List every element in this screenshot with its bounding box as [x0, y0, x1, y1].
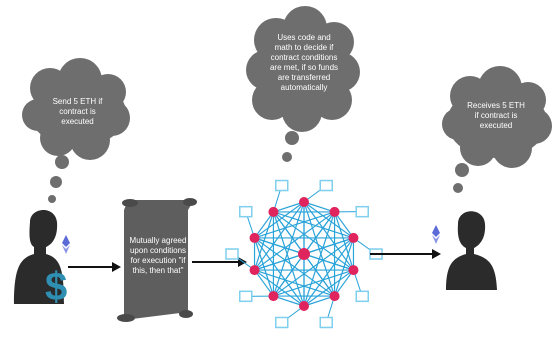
receiver-thought-line: if contract is	[474, 111, 518, 120]
network-node	[329, 206, 340, 217]
eth-icon	[432, 225, 440, 244]
network-link	[303, 253, 354, 271]
arrow-sender-to-contract	[68, 262, 121, 272]
device-icon	[239, 205, 253, 218]
network-link	[254, 201, 305, 271]
sender-thought-line: Send 5 ETH if	[52, 97, 103, 106]
network-node	[249, 265, 260, 276]
network-thought-cloud	[246, 6, 360, 162]
device-icon	[355, 290, 369, 303]
network-icon	[225, 179, 383, 329]
network-node	[348, 232, 359, 243]
contract-text-line: for execution "if	[130, 256, 186, 265]
device-icon	[275, 179, 289, 192]
receiver-thought-text: Receives 5 ETH if contract is executed	[456, 101, 536, 131]
network-link	[254, 237, 305, 307]
network-node	[299, 197, 309, 207]
network-thought-line: contract conditions	[270, 53, 338, 62]
receiver-thought-line: Receives 5 ETH	[467, 101, 525, 110]
network-link	[254, 237, 305, 255]
network-link	[273, 201, 305, 213]
network-node	[299, 301, 309, 311]
contract-text-line: Mutually agreed	[129, 236, 187, 245]
device-icon	[275, 316, 289, 329]
dollar-icon: $	[45, 265, 67, 309]
device-icon	[355, 205, 369, 218]
network-node	[329, 291, 340, 302]
network-link	[254, 269, 335, 297]
eth-icon	[62, 235, 70, 254]
sender-thought-text: Send 5 ETH if contract is executed	[40, 97, 115, 127]
network-link	[273, 211, 354, 239]
contract-text: Mutually agreed upon conditions for exec…	[128, 236, 188, 276]
sender-person-icon	[14, 209, 64, 304]
contract-text-line: upon conditions	[129, 246, 187, 255]
network-link	[303, 237, 354, 307]
sender-thought-line: executed	[61, 117, 94, 126]
receiver-person-icon	[446, 211, 497, 290]
network-link	[272, 253, 305, 297]
network-link	[303, 253, 336, 297]
network-link	[254, 211, 335, 239]
device-icon	[319, 179, 333, 192]
device-icon	[239, 290, 253, 303]
device-icon	[225, 248, 239, 260]
network-node	[268, 206, 279, 217]
arrow-network-to-receiver	[370, 249, 441, 259]
network-thought-line: Uses code and	[277, 33, 331, 42]
network-link	[334, 269, 354, 297]
network-link	[273, 295, 305, 307]
network-link	[303, 201, 354, 271]
sender-thought-cloud	[22, 58, 130, 203]
network-node	[249, 232, 260, 243]
network-thought-line: math to decide if	[274, 43, 334, 52]
network-thought-line: are transferred	[277, 73, 331, 82]
network-node	[298, 248, 310, 260]
sender-thought-line: contract is	[59, 107, 96, 116]
receiver-thought-line: executed	[479, 121, 513, 130]
network-thought-text: Uses code and math to decide if contract…	[262, 33, 346, 93]
network-link	[254, 211, 274, 239]
network-link	[254, 269, 274, 297]
network-link	[273, 211, 354, 271]
network-link	[254, 253, 305, 271]
network-node	[268, 291, 279, 302]
network-link	[303, 211, 336, 255]
network-link	[303, 295, 335, 307]
network-link	[272, 211, 305, 255]
network-node	[348, 265, 359, 276]
network-link	[273, 269, 354, 297]
receiver-thought-cloud	[442, 66, 552, 193]
network-link	[303, 237, 354, 255]
network-link	[303, 201, 335, 213]
network-thought-line: automatically	[280, 83, 328, 92]
network-link	[334, 211, 354, 239]
contract-scroll-icon	[117, 198, 197, 322]
device-icon	[319, 316, 333, 329]
contract-text-line: this, then that"	[132, 266, 184, 275]
network-thought-line: are met, if so funds	[269, 63, 339, 72]
